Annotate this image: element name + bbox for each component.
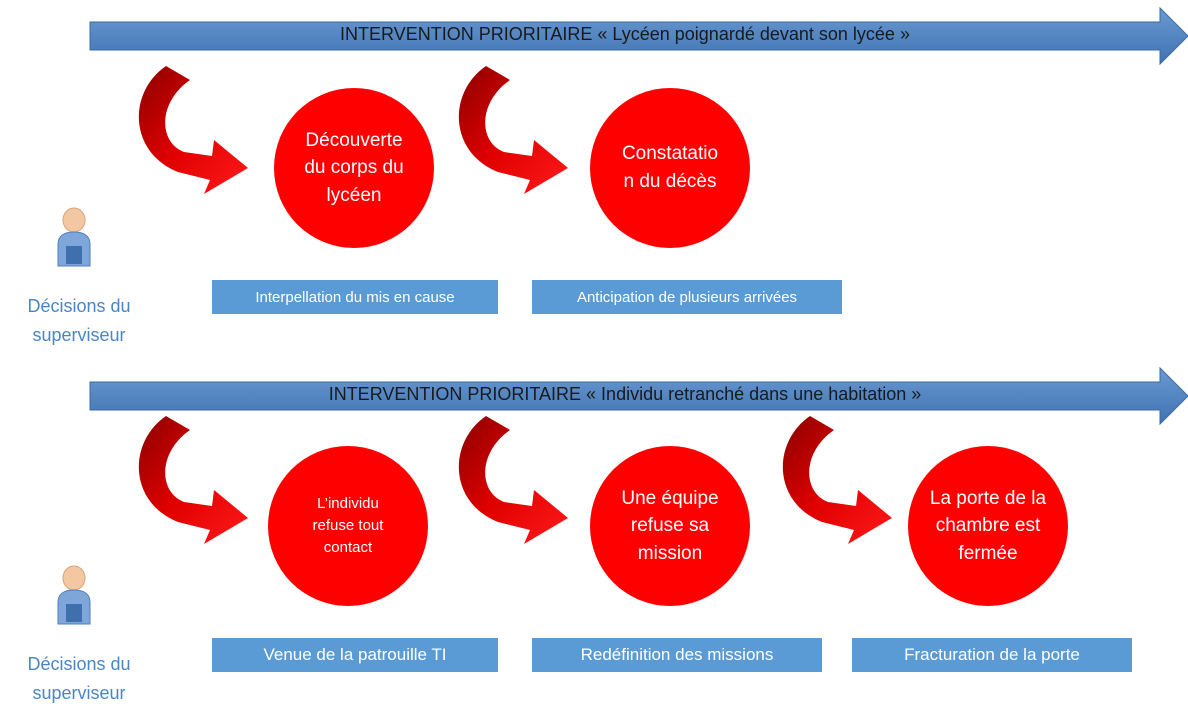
person-icon [57, 207, 91, 267]
supervisor-label: Décisions du superviseur [27, 654, 131, 703]
curved-arrow-icon [458, 66, 568, 194]
event-circle: Découverte du corps du lycéen [274, 88, 434, 248]
curved-arrow-icon [458, 416, 568, 544]
event-circle: La porte de la chambre est fermée [908, 446, 1068, 606]
timeline-2-title: INTERVENTION PRIORITAIRE « Individu retr… [328, 384, 922, 404]
event-circle: Une équipe refuse sa mission [590, 446, 750, 606]
timeline-arrow-1 [89, 6, 1188, 66]
curved-arrow-icon [138, 66, 248, 194]
person-icon [57, 565, 91, 625]
curved-arrow-icon [138, 416, 248, 544]
decision-box: Venue de la patrouille TI [212, 638, 498, 672]
timeline-1-title: INTERVENTION PRIORITAIRE « Lycéen poigna… [340, 24, 910, 44]
event-circle: Constatatio n du décès [590, 88, 750, 248]
decision-box: Redéfinition des missions [532, 638, 822, 672]
event-circle: L’individu refuse tout contact [268, 446, 428, 606]
decision-box: Anticipation de plusieurs arrivées [532, 280, 842, 314]
timeline-arrow-2 [89, 366, 1188, 426]
decision-box: Interpellation du mis en cause [212, 280, 498, 314]
curved-arrow-icon [782, 416, 892, 544]
decision-box: Fracturation de la porte [852, 638, 1132, 672]
supervisor-label: Décisions du superviseur [27, 296, 131, 345]
